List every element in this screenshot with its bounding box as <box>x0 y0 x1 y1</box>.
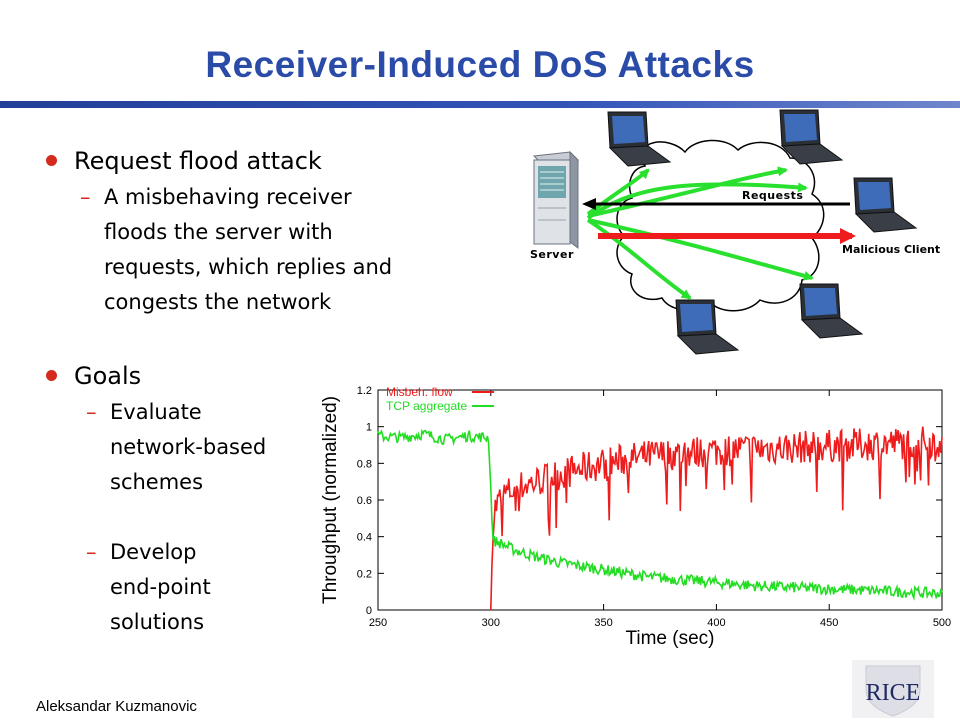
bullet-label: Goals <box>74 362 142 390</box>
y-tick-label: 0.4 <box>357 532 372 544</box>
sub-bullet-misbehaving: – A misbehaving receiver floods the serv… <box>80 180 393 320</box>
x-tick-label: 500 <box>933 617 951 629</box>
x-tick-label: 450 <box>820 617 838 629</box>
sub-line: A misbehaving receiver <box>104 185 352 209</box>
laptop-icon <box>853 177 918 233</box>
x-tick-label: 400 <box>707 617 725 629</box>
bullet-dot-icon <box>46 370 57 381</box>
sub-line: Evaluate <box>110 400 202 424</box>
series-line-tcp-aggregate <box>377 428 943 601</box>
laptop-icon <box>799 283 864 339</box>
requests-label: Requests <box>742 189 803 202</box>
y-tick-label: 0.2 <box>357 568 372 580</box>
server-icon <box>532 150 580 249</box>
sub-bullet-develop: – Develop end-point solutions <box>86 535 211 640</box>
y-tick-label: 1.2 <box>357 385 372 397</box>
throughput-chart: 0 0.2 0.4 0.6 0.8 1 1.2 250 300 350 400 450 500 Mis… <box>320 385 951 649</box>
server-label: Server <box>530 248 574 261</box>
y-tick-label: 1 <box>366 422 372 434</box>
bullet-label: Request flood attack <box>74 147 322 175</box>
y-tick-label: 0.8 <box>357 458 372 470</box>
legend-label-tcp: TCP aggregate <box>386 399 467 413</box>
x-tick-label: 350 <box>594 617 612 629</box>
sub-line: Develop <box>110 540 197 564</box>
y-tick-label: 0 <box>366 605 372 617</box>
response-arrows <box>586 166 814 300</box>
network-cloud <box>616 139 825 312</box>
dash-icon: – <box>86 400 97 424</box>
slide-title: Receiver-Induced DoS Attacks <box>205 44 755 85</box>
title-underline <box>0 101 960 108</box>
x-tick-label: 250 <box>369 617 387 629</box>
y-axis-label: Throughput (normalized) <box>320 396 341 604</box>
bullet-dot-icon <box>46 155 57 166</box>
bullet-request-flood: Request flood attack <box>46 145 322 177</box>
x-axis-label: Time (sec) <box>625 628 714 649</box>
bullet-goals: Goals <box>46 360 142 392</box>
legend: Misbeh. flow TCP aggregate <box>386 385 494 413</box>
logo-text: RICE <box>866 680 921 706</box>
dash-icon: – <box>80 185 91 209</box>
sub-line: solutions <box>110 610 205 634</box>
laptop-icon <box>675 299 740 355</box>
sub-line: schemes <box>110 470 204 494</box>
dash-icon: – <box>86 540 97 564</box>
x-tick-label: 300 <box>482 617 500 629</box>
sub-line: congests the network <box>104 290 332 314</box>
author-name: Aleksandar Kuzmanovic <box>36 698 197 715</box>
sub-bullet-evaluate: – Evaluate network-based schemes <box>86 395 267 500</box>
sub-line: end-point <box>110 575 211 599</box>
sub-line: network-based <box>110 435 267 459</box>
series-line-misbeh-flow <box>490 426 943 611</box>
network-diagram: Server Requests Malicious Client <box>530 109 940 355</box>
y-tick-label: 0.6 <box>357 495 372 507</box>
malicious-client-label: Malicious Client <box>842 243 940 256</box>
sub-line: requests, which replies and <box>104 255 393 279</box>
laptop-icon <box>607 111 672 167</box>
rice-logo: RICE <box>852 660 934 718</box>
laptop-icon <box>779 109 844 165</box>
sub-line: floods the server with <box>104 220 333 244</box>
legend-label-misbeh: Misbeh. flow <box>386 385 453 399</box>
